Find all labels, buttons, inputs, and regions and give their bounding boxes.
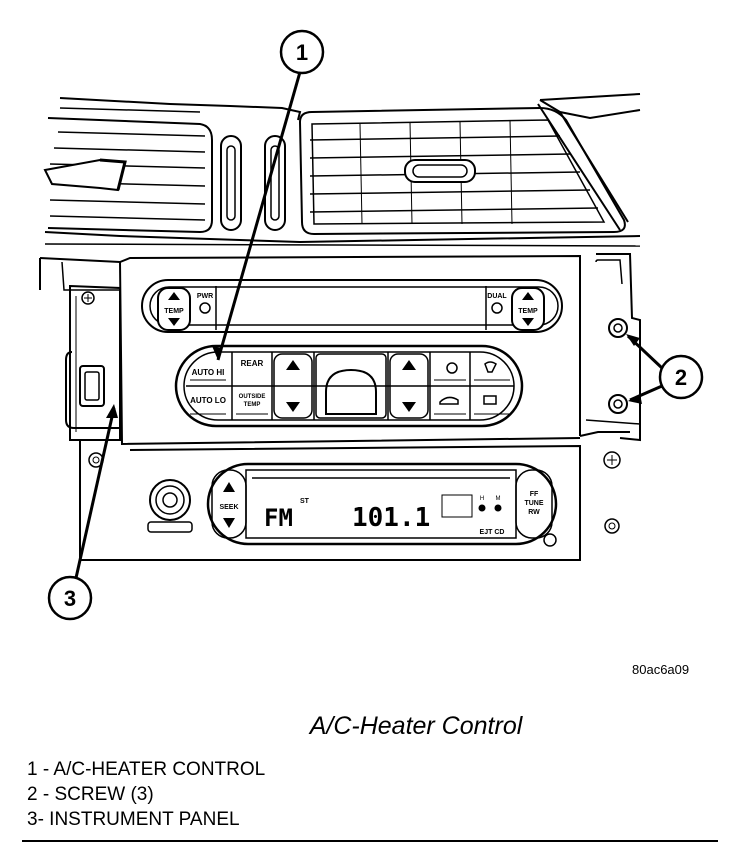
left-vent: [43, 117, 213, 234]
label-temp-right: TEMP: [518, 308, 538, 315]
radio-indicator-h: H: [480, 496, 484, 502]
radio-band: FM: [264, 504, 293, 532]
label-dual: DUAL: [487, 293, 507, 300]
callout-1-number: 1: [296, 40, 308, 65]
label-auto-lo: AUTO LO: [190, 396, 226, 405]
label-auto-hi: AUTO HI: [192, 368, 225, 377]
label-outside-temp: TEMP: [244, 402, 261, 408]
right-vent: [298, 106, 626, 236]
legend-item: 3- INSTRUMENT PANEL: [27, 809, 240, 830]
figure-code: 80ac6a09: [632, 662, 690, 677]
label-outside: OUTSIDE: [239, 394, 266, 400]
radio-frequency: 101.1: [352, 503, 430, 533]
center-slot-vents: [220, 135, 286, 231]
legend-item: 1 - A/C-HEATER CONTROL: [27, 759, 266, 780]
label-ff: FF: [530, 491, 539, 498]
legend: 1 - A/C-HEATER CONTROL 2 - SCREW (3) 3- …: [27, 757, 265, 832]
callout-2: [626, 334, 704, 404]
instrument-panel-bezel: [39, 253, 641, 561]
radio-eject: EJT CD: [480, 529, 505, 536]
screw-upper-right: [608, 318, 628, 338]
radio-indicator-m: M: [496, 496, 501, 502]
radio-stereo: ST: [300, 498, 310, 505]
callout-3: [47, 404, 118, 621]
label-rw: RW: [528, 509, 540, 516]
label-seek: SEEK: [219, 504, 238, 511]
bottom-rule: [22, 840, 718, 842]
legend-item: 2 - SCREW (3): [27, 784, 154, 805]
label-pwr: PWR: [197, 293, 213, 300]
callout-3-number: 3: [64, 586, 76, 611]
label-temp-left: TEMP: [164, 308, 184, 315]
callout-2-number: 2: [675, 365, 687, 390]
hvac-control-unit: [141, 279, 563, 428]
label-tune: TUNE: [524, 500, 543, 507]
label-rear: REAR: [241, 359, 264, 368]
radio-unit: [88, 444, 621, 561]
ac-heater-control-diagram: 1 2 3 TEMP PWR DUAL TEMP AUTO HI AUTO LO…: [39, 29, 704, 621]
figure-title: A/C-Heater Control: [309, 712, 523, 740]
callout-1: [212, 29, 325, 361]
screw-lower-right: [608, 394, 628, 414]
